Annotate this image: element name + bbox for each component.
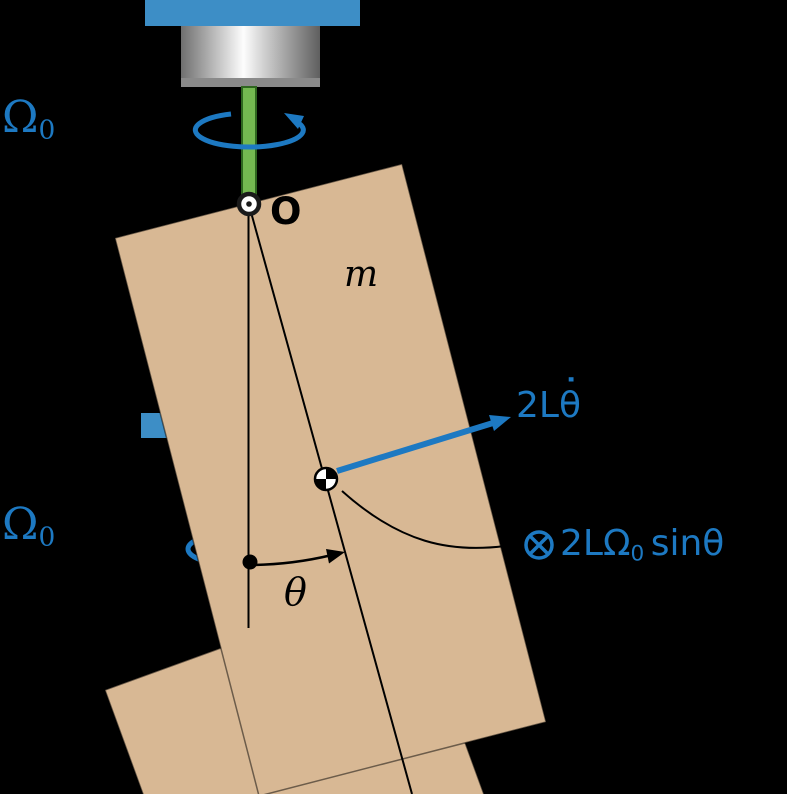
overdot-mark: ˙	[562, 372, 581, 414]
leader-line	[341, 490, 506, 549]
angle-annotation	[242, 549, 345, 570]
omega-subscript: 0	[38, 521, 56, 553]
omega0-label-top: Ω0	[2, 96, 55, 144]
rotation-arrow-head	[284, 113, 304, 129]
omega-subscript: 0	[630, 541, 645, 567]
velocity-arrow-shaft	[336, 420, 494, 474]
pivot-center-dot	[246, 201, 252, 207]
pivot-joint	[236, 191, 262, 217]
angle-arc-arrowhead	[326, 549, 345, 564]
sine-term: sinθ	[650, 523, 725, 564]
mass-label: m	[344, 254, 379, 295]
angle-arc	[248, 553, 333, 567]
motor-housing	[181, 26, 320, 82]
motor-base	[181, 78, 320, 87]
theta-dot-term: θ˙	[558, 375, 581, 426]
tangential-velocity-label: 2Lθ˙	[516, 375, 581, 426]
omega-subscript: 0	[38, 114, 56, 146]
velocity-arrow	[336, 415, 511, 474]
pivot-point-label: O	[270, 190, 302, 233]
velocity-coefficient: 2L	[516, 385, 559, 426]
support-assembly	[145, 0, 360, 203]
ceiling-mount	[145, 0, 360, 26]
angle-vertex-dot	[242, 554, 258, 570]
rotation-arrow-arc	[192, 111, 306, 150]
velocity-arrow-head	[489, 415, 511, 431]
omega-symbol: Ω	[2, 92, 39, 143]
omega0-label-left: Ω0	[2, 503, 55, 551]
angle-theta-label: θ	[284, 570, 307, 614]
com-quadrant-bottom-left	[315, 479, 326, 490]
into-page-icon	[524, 530, 554, 560]
plate-axis-line	[248, 204, 413, 794]
com-quadrant-top-right	[326, 468, 337, 479]
velocity-coefficient: 2L	[560, 523, 603, 564]
omega-symbol: Ω	[2, 499, 39, 550]
theta-symbol: θ	[558, 385, 581, 426]
omega-symbol: Ω	[602, 523, 631, 564]
com-marker	[313, 466, 339, 492]
rotation-arrow-top	[192, 111, 306, 150]
